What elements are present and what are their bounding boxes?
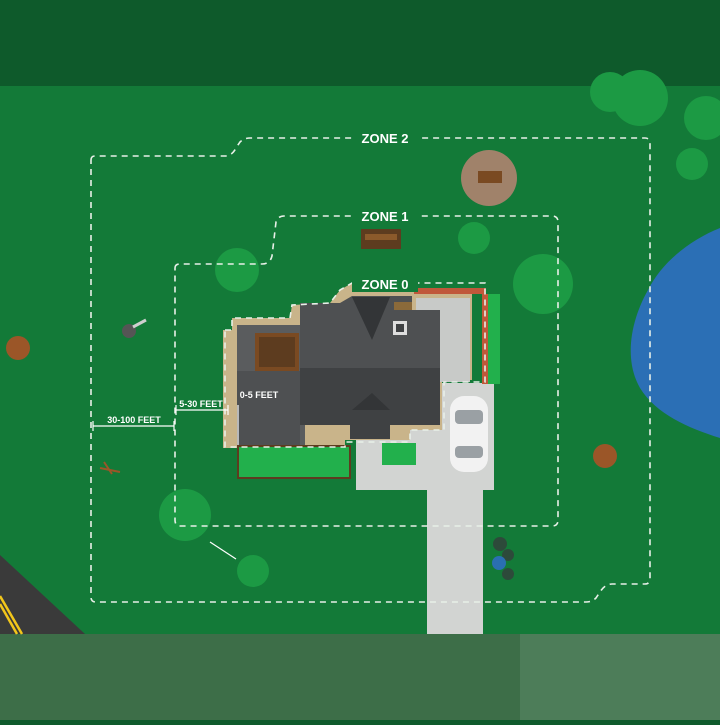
distance-30-100-feet: 30-100 FEET — [107, 415, 161, 425]
zone-0-label: ZONE 0 — [362, 277, 409, 292]
fire-pit-area — [461, 150, 517, 206]
trash-bin — [502, 568, 514, 580]
bench — [361, 229, 401, 249]
brick-edge — [482, 294, 489, 384]
distance-5-30-feet: 5-30 FEET — [179, 399, 223, 409]
hedge — [488, 294, 500, 384]
garden-bed — [382, 443, 416, 465]
measure-line — [92, 405, 239, 560]
tree — [458, 222, 490, 254]
car — [450, 396, 488, 472]
distance-0-5-feet: 0-5 FEET — [240, 390, 279, 400]
trash-bin — [502, 549, 514, 561]
zone-2-label: ZONE 2 — [362, 131, 409, 146]
garden-fence — [237, 445, 351, 479]
firewood-pile — [99, 461, 121, 475]
tree-stump — [6, 336, 30, 360]
zone-0-boundary — [224, 282, 486, 448]
trees — [159, 70, 720, 587]
tree — [684, 96, 720, 140]
zone-1-label: ZONE 1 — [362, 209, 409, 224]
lawn-mower — [122, 318, 147, 338]
pond — [630, 228, 720, 438]
top-band — [0, 0, 720, 86]
zone-2-boundary — [90, 137, 651, 603]
tree-stump — [593, 444, 617, 468]
tree — [215, 248, 259, 292]
tree — [676, 148, 708, 180]
zone-0-label-bg — [352, 276, 418, 292]
bottom-band-shade — [520, 634, 720, 720]
garden-bed — [238, 446, 350, 478]
tree — [237, 555, 269, 587]
tree — [513, 254, 573, 314]
rain-barrel — [492, 556, 506, 570]
zone-1-label-bg — [352, 208, 418, 224]
zone-2-label-bg — [352, 130, 418, 146]
zone-1-boundary — [174, 215, 559, 527]
trash-bin — [493, 537, 507, 551]
tree — [590, 72, 630, 112]
road — [0, 555, 85, 635]
tree — [159, 489, 211, 541]
brick-edge — [414, 288, 486, 294]
house — [237, 296, 440, 445]
